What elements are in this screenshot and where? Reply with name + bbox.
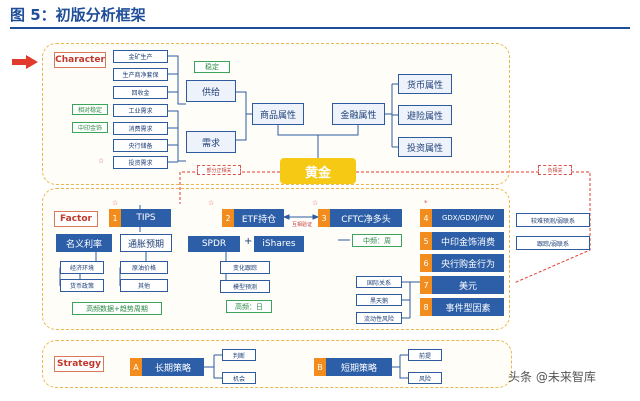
financial-attribute-box: 金融属性	[332, 103, 385, 125]
factor-number-5: 5	[420, 232, 432, 250]
high-frequency-data-trend-tag: 高频数据+趋势周期	[72, 302, 162, 315]
plus-sign: +	[244, 236, 253, 247]
mutual-verification-label: 互相验证	[288, 220, 316, 229]
inflation-expectation-box: 通胀预期	[120, 234, 172, 252]
others-box: 其他	[120, 279, 168, 292]
international-relations-box: 国际关系	[356, 276, 402, 288]
mid-frequency-tag: 中频：周	[352, 234, 402, 247]
partial-positive-correlation-label: 部分正相关	[197, 165, 241, 175]
cftc-star-icon: ☆	[312, 199, 319, 207]
tips-star-icon: ☆	[112, 199, 119, 207]
safe-haven-attribute-box: 避险属性	[398, 105, 452, 125]
tag-relatively-stable: 相对稳定	[72, 104, 108, 115]
character-item-investment-demand: 投资需求	[113, 156, 168, 169]
factor-number-6: 6	[420, 254, 432, 272]
freq-daily-tag: 高频：日	[226, 300, 272, 313]
black-swan-box: 黑天鹅	[356, 294, 402, 306]
character-label: Character	[54, 52, 106, 68]
long-term-strategy-box: 长期策略	[142, 358, 204, 376]
supply-box: 供给	[186, 80, 236, 102]
tracking-weak-link-tag: 跟踪/弱联系	[516, 236, 590, 250]
factor-number-7: 7	[420, 276, 432, 294]
change-tracking-box: 变化跟踪	[220, 261, 270, 274]
character-item-producer-hedging: 生产商净套保	[113, 68, 168, 81]
title-divider	[10, 27, 630, 29]
nominal-rate-box: 名义利率	[56, 234, 112, 252]
tag-stable: 稳定	[194, 61, 230, 73]
factor-number-4: 4	[420, 209, 432, 227]
investment-star-icon: ☆	[98, 157, 105, 165]
economic-environment-box: 经济环境	[60, 261, 104, 274]
liquidity-risk-box: 流动性风险	[356, 312, 402, 324]
factor-number-3: 3	[318, 209, 330, 227]
factor-label: Factor	[54, 211, 98, 227]
factor-event-driven: 事件型因素	[432, 298, 504, 316]
short-term-strategy-box: 短期策略	[326, 358, 392, 376]
ishares-box: iShares	[254, 236, 304, 252]
character-item-consumption-demand: 消费需求	[113, 122, 168, 135]
factor-number-1: 1	[109, 209, 121, 227]
factor-cftc-net-long: CFTC净多头	[330, 209, 402, 227]
factor-central-bank-buying: 央行购金行为	[432, 254, 504, 272]
pointer-arrow-icon	[12, 55, 38, 69]
etf-star-icon: ☆	[208, 199, 215, 207]
character-item-central-bank-reserve: 央行储备	[113, 139, 168, 152]
factor-china-india-jewelry: 中印金饰消费	[432, 232, 504, 250]
strategy-letter-b: B	[314, 358, 326, 376]
hard-to-forecast-weak-link-tag: 较难预测/弱联系	[516, 213, 590, 227]
factor-usd: 美元	[432, 276, 504, 294]
gold-box: 黄金	[280, 158, 356, 184]
strategy-letter-a: A	[130, 358, 142, 376]
character-item-gold-mining: 金矿生产	[113, 50, 168, 63]
factor-number-2: 2	[222, 209, 234, 227]
factor-tips: TIPS	[121, 209, 171, 227]
factor-gdx: GDX/GDXJ/FNV	[432, 209, 504, 227]
spdr-box: SPDR	[188, 236, 240, 252]
factor-number-8: 8	[420, 298, 432, 316]
long-term-opportunity-box: 机会	[222, 372, 256, 384]
model-forecast-box: 模型预测	[220, 280, 270, 293]
page-title: 图 5：初版分析框架	[10, 6, 146, 24]
currency-attribute-box: 货币属性	[398, 74, 452, 94]
tag-china-india-jewelry: 中印金饰	[72, 122, 108, 133]
short-term-risk-box: 风险	[408, 372, 442, 384]
strategy-label: Strategy	[54, 356, 104, 372]
long-term-judgment-box: 判断	[222, 349, 256, 361]
watermark: 头条 @未来智库	[508, 370, 596, 384]
negative-correlation-label: 负相关	[538, 165, 572, 175]
factor-etf-holdings: ETF持仓	[234, 209, 284, 227]
oil-price-box: 原油价格	[120, 261, 168, 274]
commodity-attribute-box: 商品属性	[252, 103, 304, 125]
character-item-industrial-demand: 工业需求	[113, 104, 168, 117]
short-term-premise-box: 前提	[408, 349, 442, 361]
monetary-policy-box: 货币政策	[60, 279, 104, 292]
character-item-recycled-gold: 回收金	[113, 86, 168, 99]
investment-attribute-box: 投资属性	[398, 137, 452, 157]
demand-box: 需求	[186, 131, 236, 153]
gdx-star-icon: *	[424, 199, 428, 207]
